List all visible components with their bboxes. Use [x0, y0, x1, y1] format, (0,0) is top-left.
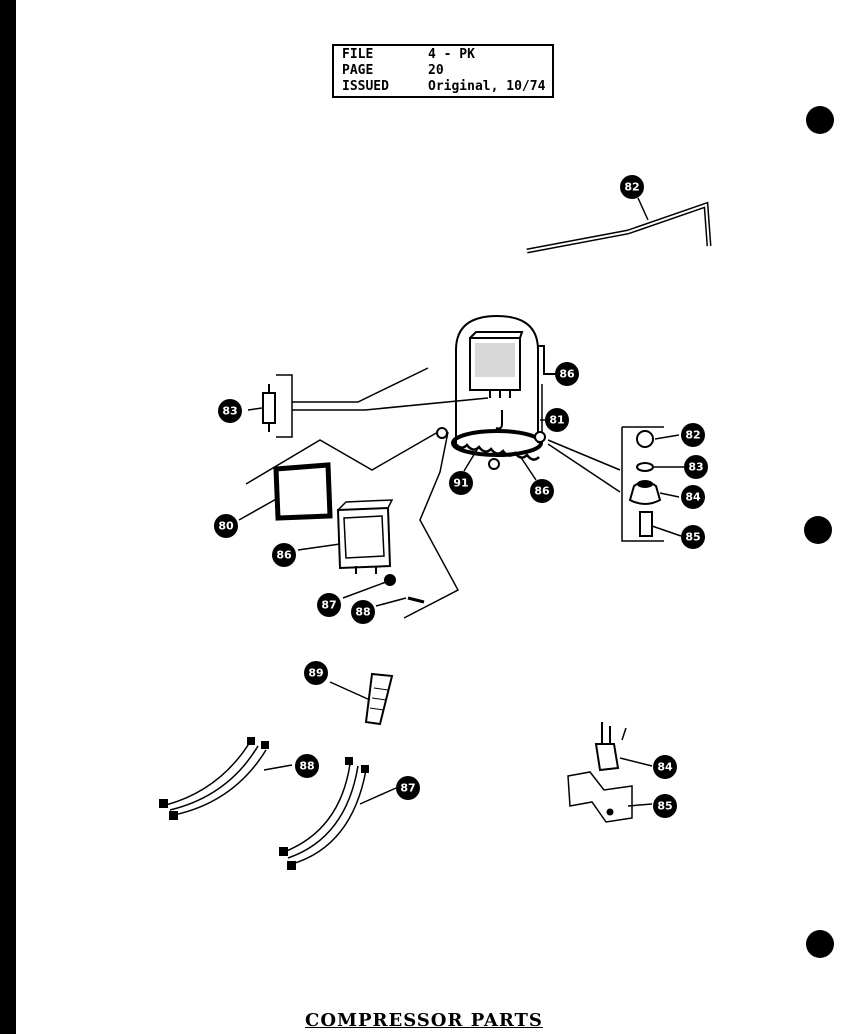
- compressor-body-part: [436, 314, 560, 470]
- svg-text:83: 83: [688, 461, 703, 474]
- svg-text:89: 89: [308, 667, 323, 680]
- svg-text:87: 87: [400, 782, 415, 795]
- binder-hole: [804, 516, 832, 544]
- page-edge-bar: [0, 0, 16, 1034]
- callout-marker: 91: [449, 471, 473, 495]
- binder-hole: [806, 106, 834, 134]
- svg-text:88: 88: [299, 760, 314, 773]
- svg-text:91: 91: [453, 477, 468, 490]
- terminal-cover-part: [336, 499, 394, 574]
- callout-marker: 88: [351, 600, 375, 624]
- svg-text:88: 88: [355, 606, 370, 619]
- callout-marker: 86: [272, 543, 296, 567]
- svg-text:87: 87: [321, 599, 336, 612]
- start-relay-part: [567, 722, 633, 823]
- discharge-tube-part: [526, 197, 712, 254]
- mounting-hardware-stack: [547, 426, 664, 542]
- callout-marker: 89: [304, 661, 328, 685]
- svg-text:81: 81: [549, 414, 564, 427]
- callout-marker: 85: [653, 794, 677, 818]
- callout-marker: 84: [653, 755, 677, 779]
- issued-row: ISSUED Original, 10/74: [342, 79, 545, 94]
- svg-text:83: 83: [222, 405, 237, 418]
- svg-text:85: 85: [657, 800, 672, 813]
- svg-text:86: 86: [276, 549, 292, 562]
- callout-marker: 82: [620, 175, 644, 199]
- callout-marker: 82: [681, 423, 705, 447]
- svg-text:82: 82: [624, 181, 639, 194]
- callout-markers: 82 86 81 83 82 83 84 85 91 86 80 86 87 8…: [214, 175, 708, 818]
- callout-marker: 86: [555, 362, 579, 386]
- wire-harness-part: [159, 737, 269, 820]
- svg-text:84: 84: [657, 761, 673, 774]
- callout-marker: 87: [317, 593, 341, 617]
- rubber-plug-part: [384, 574, 396, 586]
- svg-text:86: 86: [559, 368, 575, 381]
- callout-marker: 84: [681, 485, 705, 509]
- callout-marker: 83: [684, 455, 708, 479]
- leader-lines: [238, 373, 684, 807]
- svg-text:80: 80: [218, 520, 234, 533]
- file-info-box: FILE 4 - PK PAGE 20 ISSUED Original, 10/…: [332, 44, 554, 98]
- diagram-title: COMPRESSOR PARTS: [305, 1010, 543, 1031]
- issued-value: Original, 10/74: [428, 79, 546, 94]
- callout-marker: 86: [530, 479, 554, 503]
- cover-gasket-part: [273, 462, 333, 521]
- issued-label: ISSUED: [342, 79, 389, 94]
- binder-hole: [806, 930, 834, 958]
- relay-mount-bracket-part: [262, 367, 489, 438]
- page-value: 20: [428, 63, 444, 78]
- file-value: 4 - PK: [428, 47, 475, 62]
- page-row: PAGE 20: [342, 63, 444, 78]
- svg-text:84: 84: [685, 491, 701, 504]
- rubber-sleeve-part: [364, 672, 394, 726]
- svg-text:82: 82: [685, 429, 700, 442]
- callout-marker: 83: [218, 399, 242, 423]
- svg-text:85: 85: [685, 531, 700, 544]
- callout-marker: 85: [681, 525, 705, 549]
- callout-marker: 88: [295, 754, 319, 778]
- callout-marker: 87: [396, 776, 420, 800]
- callout-marker: 81: [545, 408, 569, 432]
- svg-text:86: 86: [534, 485, 550, 498]
- wire-harness-part: [279, 757, 369, 870]
- file-label: FILE: [342, 47, 374, 62]
- callout-marker: 80: [214, 514, 238, 538]
- page-label: PAGE: [342, 63, 374, 78]
- mounting-screw-part: [407, 596, 425, 604]
- file-row: FILE 4 - PK: [342, 47, 475, 62]
